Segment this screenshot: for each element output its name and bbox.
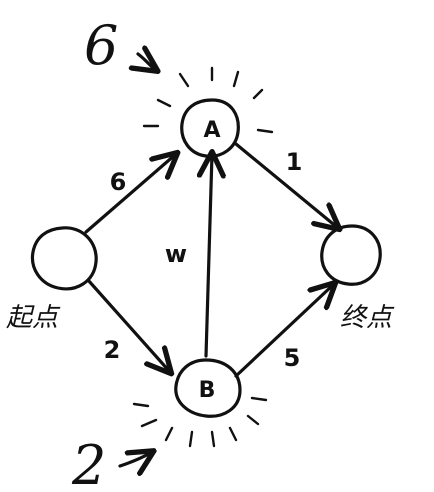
- node-a-glow: [142, 66, 274, 134]
- node-b: B: [174, 358, 242, 418]
- node-b-glow: [132, 396, 268, 448]
- edge-start-to-a: [84, 154, 176, 234]
- cost-b-annotation: 2: [71, 434, 152, 492]
- cost-b-value: 2: [71, 434, 106, 492]
- node-a: A: [180, 98, 240, 158]
- cost-a-value: 6: [84, 14, 118, 77]
- start-label: 起点: [6, 303, 61, 333]
- node-end: [320, 224, 382, 286]
- node-start: [30, 226, 98, 291]
- cost-a-annotation: 6: [84, 14, 156, 77]
- node-a-label: A: [203, 118, 220, 143]
- end-label: 终点: [340, 303, 395, 333]
- edge-a-to-end: [234, 142, 338, 228]
- edge-start-b-weight: 2: [104, 336, 121, 364]
- edge-b-to-end: [234, 284, 334, 378]
- edge-b-end-weight: 5: [284, 344, 301, 372]
- edge-b-to-a: [206, 154, 212, 358]
- edge-a-end-weight: 1: [286, 148, 303, 176]
- edge-start-to-b: [86, 278, 170, 372]
- edge-start-a-weight: 6: [110, 168, 127, 196]
- node-b-label: B: [199, 378, 216, 403]
- edge-b-a-weight: w: [165, 240, 187, 268]
